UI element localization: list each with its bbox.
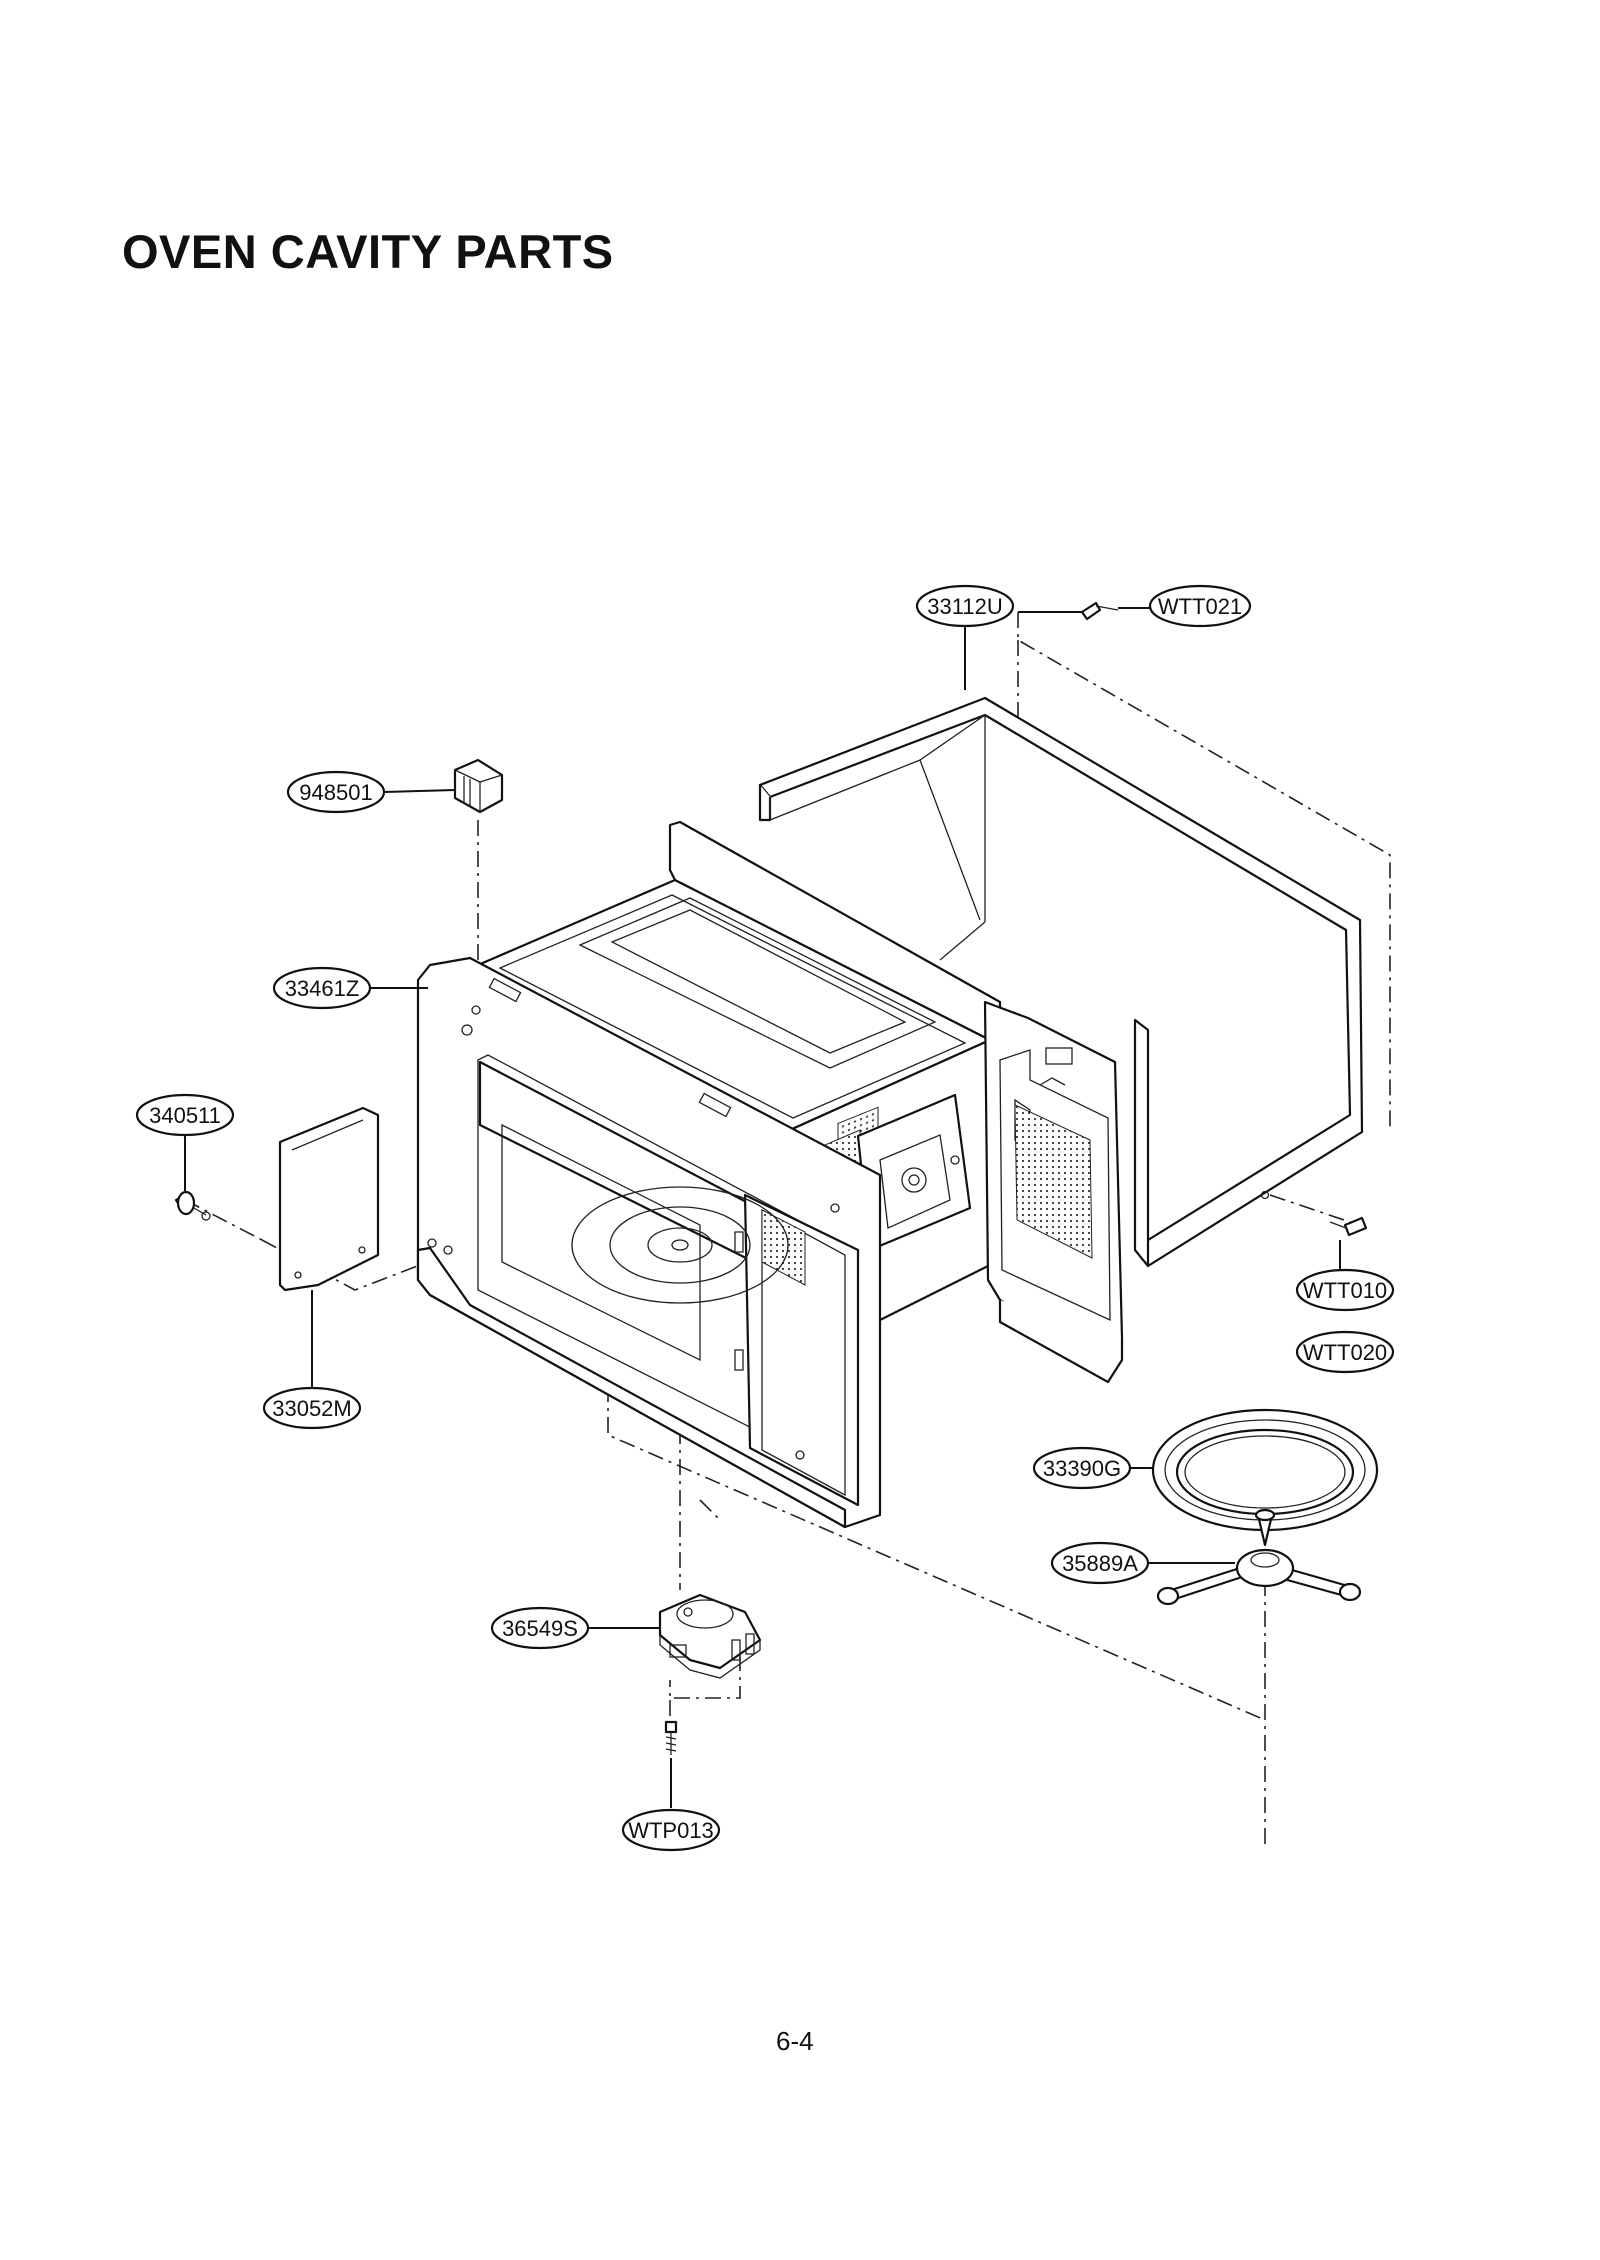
callout-label: 948501 [299, 780, 372, 805]
callout-label: 35889A [1062, 1551, 1138, 1576]
callout-33112U: 33112U [915, 584, 1015, 628]
callout-label: 36549S [502, 1616, 578, 1641]
callout-label: WTP013 [628, 1818, 714, 1843]
callout-33390G: 33390G [1032, 1446, 1132, 1490]
vent-slats [1014, 1098, 1093, 1259]
callout-36549S: 36549S [490, 1606, 590, 1650]
callout-35889A: 35889A [1050, 1541, 1150, 1585]
callout-33052M: 33052M [262, 1386, 362, 1430]
callout-WTT021: WTT021 [1148, 584, 1252, 628]
callout-340511: 340511 [135, 1093, 235, 1137]
callout-label: 340511 [149, 1103, 221, 1128]
callout-WTT010: WTT010 [1295, 1268, 1395, 1312]
callout-WTT020: WTT020 [1295, 1330, 1395, 1374]
callout-WTP013: WTP013 [621, 1808, 721, 1852]
page-number: 6-4 [776, 2026, 814, 2056]
screw-wtp013 [664, 1720, 678, 1755]
screw-wtt010 [1329, 1216, 1368, 1237]
roller-ring [1151, 1408, 1379, 1532]
screw-wtt021 [1080, 601, 1119, 621]
roller-coupler [1156, 1508, 1362, 1606]
waveguide-cover [278, 1106, 380, 1292]
front-frame [416, 956, 882, 1529]
callout-label: 33052M [272, 1396, 352, 1421]
assembly-lines [184, 612, 1391, 1845]
callout-label: 33461Z [285, 976, 360, 1001]
callout-label: 33390G [1043, 1456, 1121, 1481]
screw-340511 [174, 1190, 211, 1221]
callout-label: WTT021 [1158, 594, 1242, 619]
turntable-motor [658, 1593, 762, 1679]
page-title: OVEN CAVITY PARTS [122, 225, 614, 278]
fuse-block [453, 758, 504, 814]
callout-label: 33112U [927, 594, 1002, 619]
callout-label: WTT020 [1303, 1340, 1387, 1365]
callout-948501: 948501 [286, 770, 386, 814]
callout-33461Z: 33461Z [272, 966, 372, 1010]
outer-case [758, 696, 1364, 1268]
leader-lines [184, 607, 1341, 1808]
callout-label: WTT010 [1303, 1278, 1387, 1303]
